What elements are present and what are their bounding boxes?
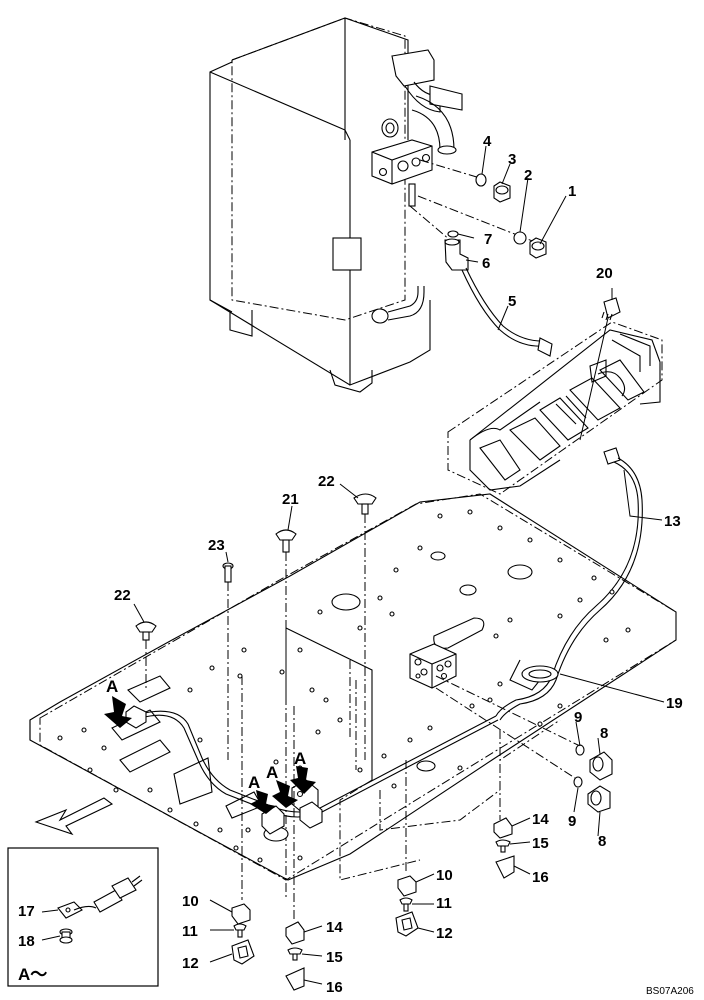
- callout-17: 17: [18, 903, 35, 920]
- bolt-22-top: [353, 493, 377, 515]
- o-ring-7: [447, 230, 459, 238]
- o-ring-4: [475, 173, 487, 187]
- o-ring-9-lower: [573, 776, 583, 788]
- clip-14-right: [493, 817, 513, 839]
- view-letter-a-3: A: [266, 763, 278, 782]
- callout-labels: 1 2 3 4 5 6 7 8 8 9 9 10 10 11 11 12 12 …: [18, 133, 694, 997]
- callout-22-left: 22: [114, 587, 131, 604]
- hydraulic-tank: [209, 17, 463, 393]
- control-console: [447, 321, 663, 495]
- plug-3: [493, 181, 511, 203]
- callout-12-right: 12: [436, 925, 453, 942]
- callout-13: 13: [664, 513, 681, 530]
- view-letter-a-2: A: [248, 773, 260, 792]
- callout-19: 19: [666, 695, 683, 712]
- callout-11-right: 11: [436, 895, 452, 912]
- callout-14-left: 14: [326, 919, 343, 936]
- view-letter-a-4: A: [294, 749, 306, 768]
- view-arrow-a-right: [290, 766, 316, 794]
- callout-20: 20: [596, 265, 613, 282]
- view-arrow-a-left: [104, 696, 132, 728]
- floor-plate: [29, 493, 677, 900]
- clip-10-right: [397, 875, 417, 897]
- bolt-15-right: [495, 839, 511, 853]
- elbow-fitting-6: [444, 238, 469, 271]
- callout-21: 21: [282, 491, 299, 508]
- hose-5: [461, 267, 553, 357]
- callout-7: 7: [484, 231, 492, 248]
- callout-1: 1: [568, 183, 576, 200]
- callout-8-lower: 8: [598, 833, 606, 850]
- callout-15-left: 15: [326, 949, 343, 966]
- bolt-22-left: [135, 621, 157, 641]
- bolt-21: [275, 529, 297, 553]
- valve-block: [409, 643, 457, 689]
- callout-9-upper: 9: [574, 709, 582, 726]
- view-letter-a-1: A: [106, 677, 118, 696]
- callout-8-upper: 8: [600, 725, 608, 742]
- callout-15-right: 15: [532, 835, 549, 852]
- harness-13: [495, 447, 643, 721]
- fitting-8-upper: [589, 751, 613, 781]
- callout-16-left: 16: [326, 979, 343, 996]
- clip-10-left: [231, 903, 251, 925]
- callout-3: 3: [508, 151, 516, 168]
- detail-a-label: A～: [18, 965, 47, 984]
- clamp-12-left: [231, 939, 255, 965]
- clip-14-left: [285, 921, 305, 945]
- callout-2: 2: [524, 167, 532, 184]
- callout-23: 23: [208, 537, 225, 554]
- callout-16-right: 16: [532, 869, 549, 886]
- fittings-group: [409, 159, 553, 357]
- callout-22-top: 22: [318, 473, 335, 490]
- fitting-8-lower: [587, 785, 611, 813]
- bolt-11-left: [233, 923, 247, 938]
- o-ring-9-upper: [575, 744, 585, 756]
- front-direction-arrow: [34, 797, 114, 836]
- bolt-15-left: [287, 947, 303, 961]
- grommet-19: [521, 665, 559, 683]
- connector-20: [601, 297, 621, 321]
- bolt-11-right: [399, 897, 413, 912]
- view-arrow-a-mid: [250, 790, 276, 814]
- callout-12-left: 12: [182, 955, 199, 972]
- callout-5: 5: [508, 293, 516, 310]
- callout-10-right: 10: [436, 867, 453, 884]
- callout-9-lower: 9: [568, 813, 576, 830]
- callout-6: 6: [482, 255, 490, 272]
- detail-a-inset: A～: [7, 847, 159, 987]
- plug-1: [529, 237, 547, 259]
- callout-10-left: 10: [182, 893, 199, 910]
- bolt-23: [222, 562, 234, 583]
- callout-4: 4: [483, 133, 492, 150]
- view-arrow-a-center: [272, 780, 298, 808]
- callout-14-right: 14: [532, 811, 549, 828]
- callout-11-left: 11: [182, 923, 198, 940]
- o-ring-2: [513, 231, 527, 245]
- clamp-16-left: [285, 967, 305, 991]
- clamp-12-right: [395, 911, 419, 937]
- drawing-code: BS07A206: [646, 986, 694, 997]
- leader-lines: [41, 145, 665, 985]
- callout-18: 18: [18, 933, 35, 950]
- clamp-16-right: [495, 855, 515, 879]
